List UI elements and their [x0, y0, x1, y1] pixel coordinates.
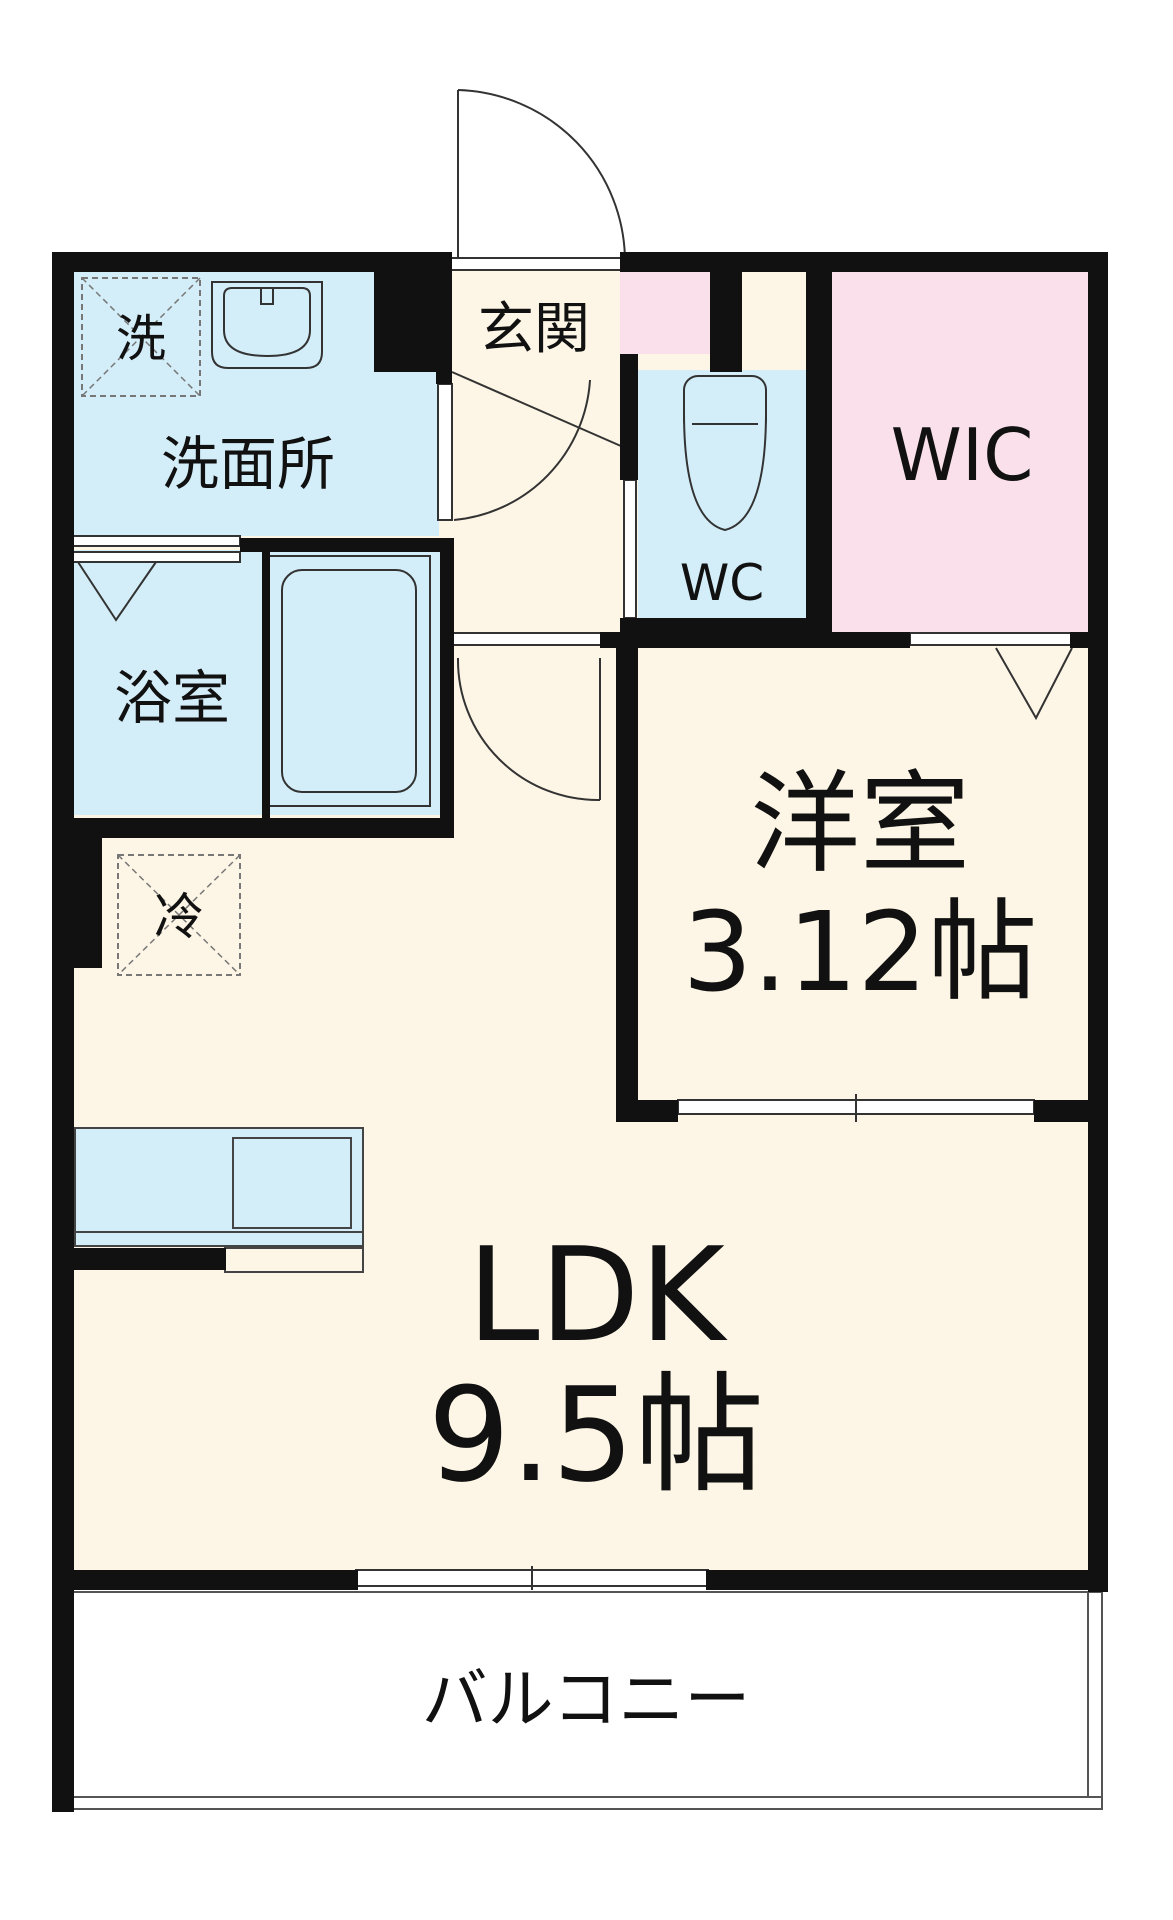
western-room-label: 洋室: [750, 760, 970, 888]
washroom-label: 洗面所: [161, 430, 335, 498]
bathroom-door-frame: [71, 551, 241, 563]
wall-kitchen-stub: [72, 1248, 226, 1270]
basin-bowl: [223, 287, 311, 358]
wall-top-left: [52, 252, 452, 272]
washroom-door-leaf: [451, 371, 631, 451]
balcony-label: バルコニー: [422, 1661, 751, 1738]
balcony-floor: [71, 1591, 1103, 1810]
wall-toilet-right: [806, 268, 832, 636]
toilet-label: WC: [680, 554, 764, 612]
toilet-bowl: [683, 411, 767, 532]
wall-washroom-right: [436, 268, 452, 384]
labels: 洗 洗面所 玄関 WC WIC 浴室 冷 洋室 3.12帖 LDK 9.5帖 バ…: [114, 297, 1037, 1738]
ldk-size-label: 9.5帖: [428, 1359, 765, 1511]
ldk-label: LDK: [467, 1219, 728, 1371]
wall-shoe-right: [710, 268, 742, 372]
wall-right: [1088, 252, 1108, 1592]
wall-western-bottom-left: [616, 1100, 678, 1122]
bathtub: [267, 555, 431, 807]
faucet: [260, 287, 274, 305]
laundry-mark-label: 洗: [116, 310, 166, 368]
doors: [71, 89, 1073, 1590]
entrance-door-swing: [457, 89, 626, 263]
washroom-door-swing: [453, 379, 591, 521]
wall-western-bottom-right: [1034, 1100, 1108, 1122]
wall-bottom-ldk-left: [52, 1570, 358, 1590]
wall-fridge-block: [72, 838, 102, 968]
fixtures: [81, 277, 767, 976]
counter-lower: [224, 1247, 364, 1273]
washer-space: [81, 277, 201, 397]
bathtub-inner: [281, 569, 417, 793]
wall-toilet-left: [620, 354, 638, 480]
toilet-door: [623, 479, 637, 619]
western-room-size-label: 3.12帖: [683, 888, 1038, 1016]
washer-cross-2: [81, 277, 201, 397]
wall-bath-right: [440, 538, 454, 838]
wall-western-top: [600, 632, 910, 648]
wall-western-left: [616, 632, 638, 1122]
kitchen-sink: [232, 1137, 352, 1229]
wall-left: [52, 252, 74, 1812]
hall-door-frame: [451, 632, 603, 646]
washroom-door-frame: [437, 383, 453, 521]
wall-bath-mid: [262, 552, 270, 818]
wic-door-swing: [995, 647, 1073, 721]
washroom-opening: [71, 535, 241, 547]
fridge-space: [117, 854, 241, 976]
hall-door-swing: [456, 657, 601, 802]
entrance-door-frame: [449, 257, 629, 271]
shoe-cabinet: [620, 272, 712, 354]
bathroom-label: 浴室: [114, 664, 230, 732]
wic-label: WIC: [891, 413, 1034, 497]
wall-washroom-bottom: [240, 538, 450, 552]
wic-floor: [832, 272, 1094, 632]
walls: [52, 252, 1108, 1812]
entrance-label: 玄関: [478, 297, 590, 362]
fridge-mark-label: 冷: [154, 888, 204, 946]
wall-toilet-bottom: [620, 618, 830, 632]
wall-western-top-right: [1070, 632, 1108, 648]
wall-bottom-ldk-right: [706, 1570, 1108, 1590]
wall-bath-bottom: [72, 818, 454, 838]
bathroom-door-swing: [77, 561, 157, 622]
wall-top-right: [620, 252, 1108, 272]
wic-door-frame: [909, 632, 1073, 646]
fridge-cross-2: [117, 854, 241, 976]
wash-basin: [211, 281, 323, 369]
wall-washroom-right-upper: [374, 268, 436, 372]
